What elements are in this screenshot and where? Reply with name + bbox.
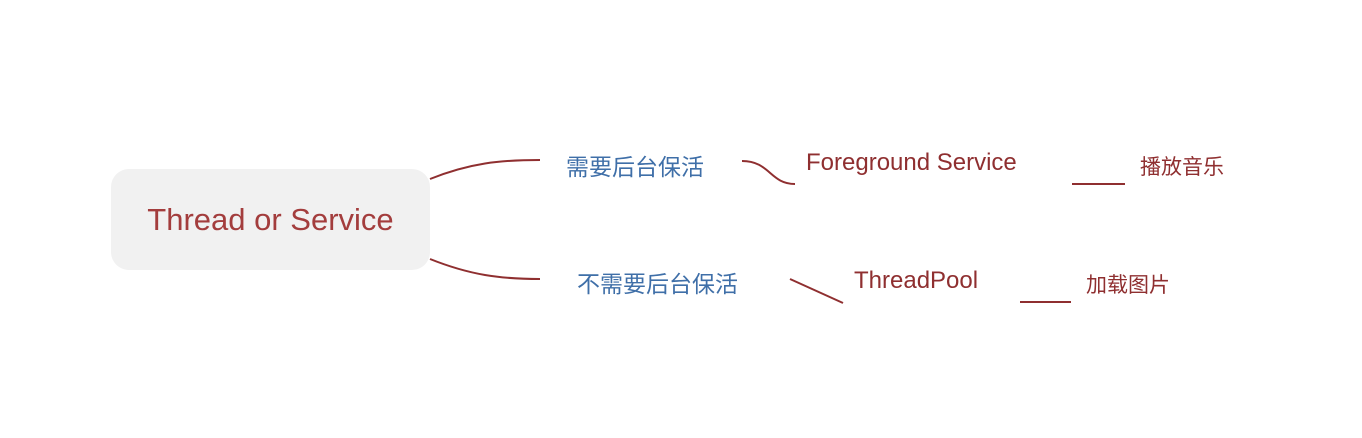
- child-node-foreground-service[interactable]: Foreground Service: [806, 149, 1017, 176]
- connector-root-branch1: [429, 159, 541, 180]
- connector-root-branch2: [429, 258, 541, 280]
- leaf-node-load-images[interactable]: 加载图片: [1086, 274, 1170, 297]
- branch-node-no-keepalive[interactable]: 不需要后台保活: [577, 271, 738, 297]
- connector-branch2-child: [789, 278, 844, 304]
- child-node-threadpool[interactable]: ThreadPool: [854, 267, 979, 294]
- branch-node-keepalive[interactable]: 需要后台保活: [566, 154, 704, 180]
- root-node[interactable]: Thread or Service: [111, 169, 430, 270]
- leaf-node-play-music[interactable]: 播放音乐: [1140, 156, 1224, 179]
- connector-branch1-child: [741, 160, 796, 185]
- root-label: Thread or Service: [147, 201, 394, 237]
